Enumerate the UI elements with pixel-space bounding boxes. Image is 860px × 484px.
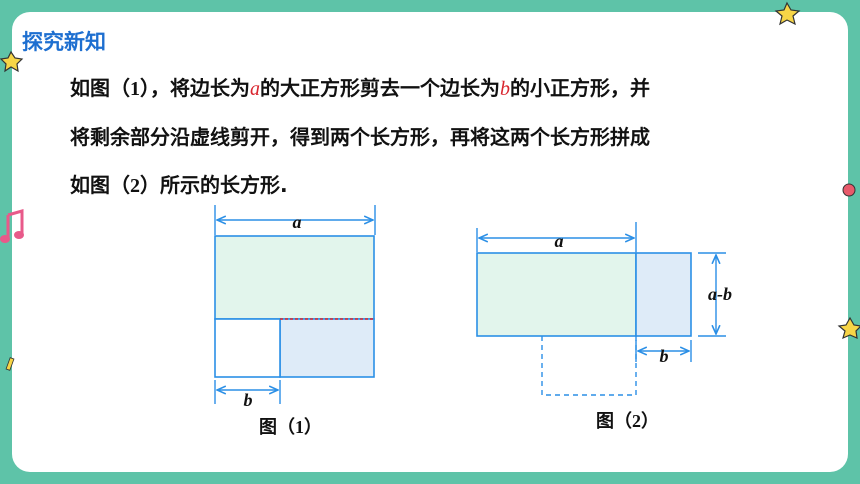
text-fragment: ）所示的长方形. (140, 173, 288, 197)
variable-b: b (500, 78, 510, 100)
label-b: b (660, 346, 669, 366)
figure-2: a a-b b (476, 222, 732, 396)
content-card (12, 12, 848, 472)
star-icon (837, 316, 860, 340)
caption-suffix: ） (641, 411, 659, 432)
caption-suffix: ） (304, 417, 322, 438)
variable-a: a (250, 78, 260, 100)
text-fragment: ），将边长为 (140, 76, 250, 100)
combined-rect-right (635, 252, 692, 337)
moved-piece-outline (541, 336, 637, 396)
figure-2-caption: 图（2） (596, 407, 659, 433)
star-icon (774, 1, 801, 26)
caption-number: 1 (295, 417, 304, 437)
label-a-minus-b: a-b (708, 284, 732, 304)
caption-prefix: 图（ (596, 411, 632, 432)
music-note-icon (0, 209, 24, 243)
caption-prefix: 图（ (259, 417, 295, 438)
label-a: a (293, 212, 302, 232)
upper-rectangle (214, 235, 375, 320)
combined-rect-left (476, 252, 637, 337)
problem-paragraph: 如图（1），将边长为a的大正方形剪去一个边长为b的小正方形，并 将剩余部分沿虚线… (70, 64, 830, 210)
text-fragment: 的小正方形，并 (510, 76, 650, 100)
text-line: 将剩余部分沿虚线剪开，得到两个长方形，再将这两个长方形拼成 (70, 125, 650, 149)
confetti-icon (5, 357, 15, 371)
star-icon (0, 50, 24, 73)
figure-number: 1 (130, 78, 140, 100)
removed-square (214, 318, 281, 378)
label-a: a (555, 231, 564, 251)
label-b: b (244, 390, 253, 410)
text-fragment: 的大正方形剪去一个边长为 (260, 76, 500, 100)
text-fragment: 如图（ (70, 173, 130, 197)
section-title: 探究新知 (22, 30, 106, 54)
text-fragment: 如图（ (70, 76, 130, 100)
caption-number: 2 (632, 411, 641, 431)
figure-number: 2 (130, 175, 140, 197)
lower-right-rectangle (279, 318, 375, 378)
dot-icon (842, 183, 856, 197)
figure-1-caption: 图（1） (259, 413, 322, 439)
figure-1: a b (214, 205, 376, 410)
